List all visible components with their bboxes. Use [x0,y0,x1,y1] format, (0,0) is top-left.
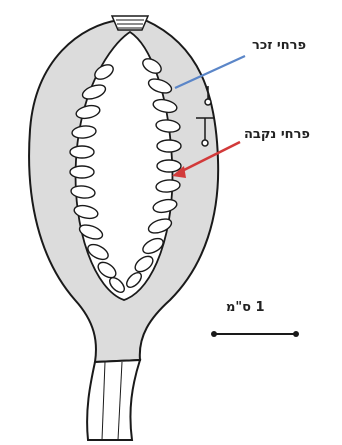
scale-bar-right-end [293,331,299,337]
scale-bar-left-end [211,331,217,337]
scale-bar [211,331,299,337]
fig-peduncle [87,360,140,440]
label-female-flowers: פרחי נקבה [244,127,310,142]
label-male-flowers: פרחי זכר [252,38,306,53]
label-scale: 1 ס"מ [226,300,265,315]
